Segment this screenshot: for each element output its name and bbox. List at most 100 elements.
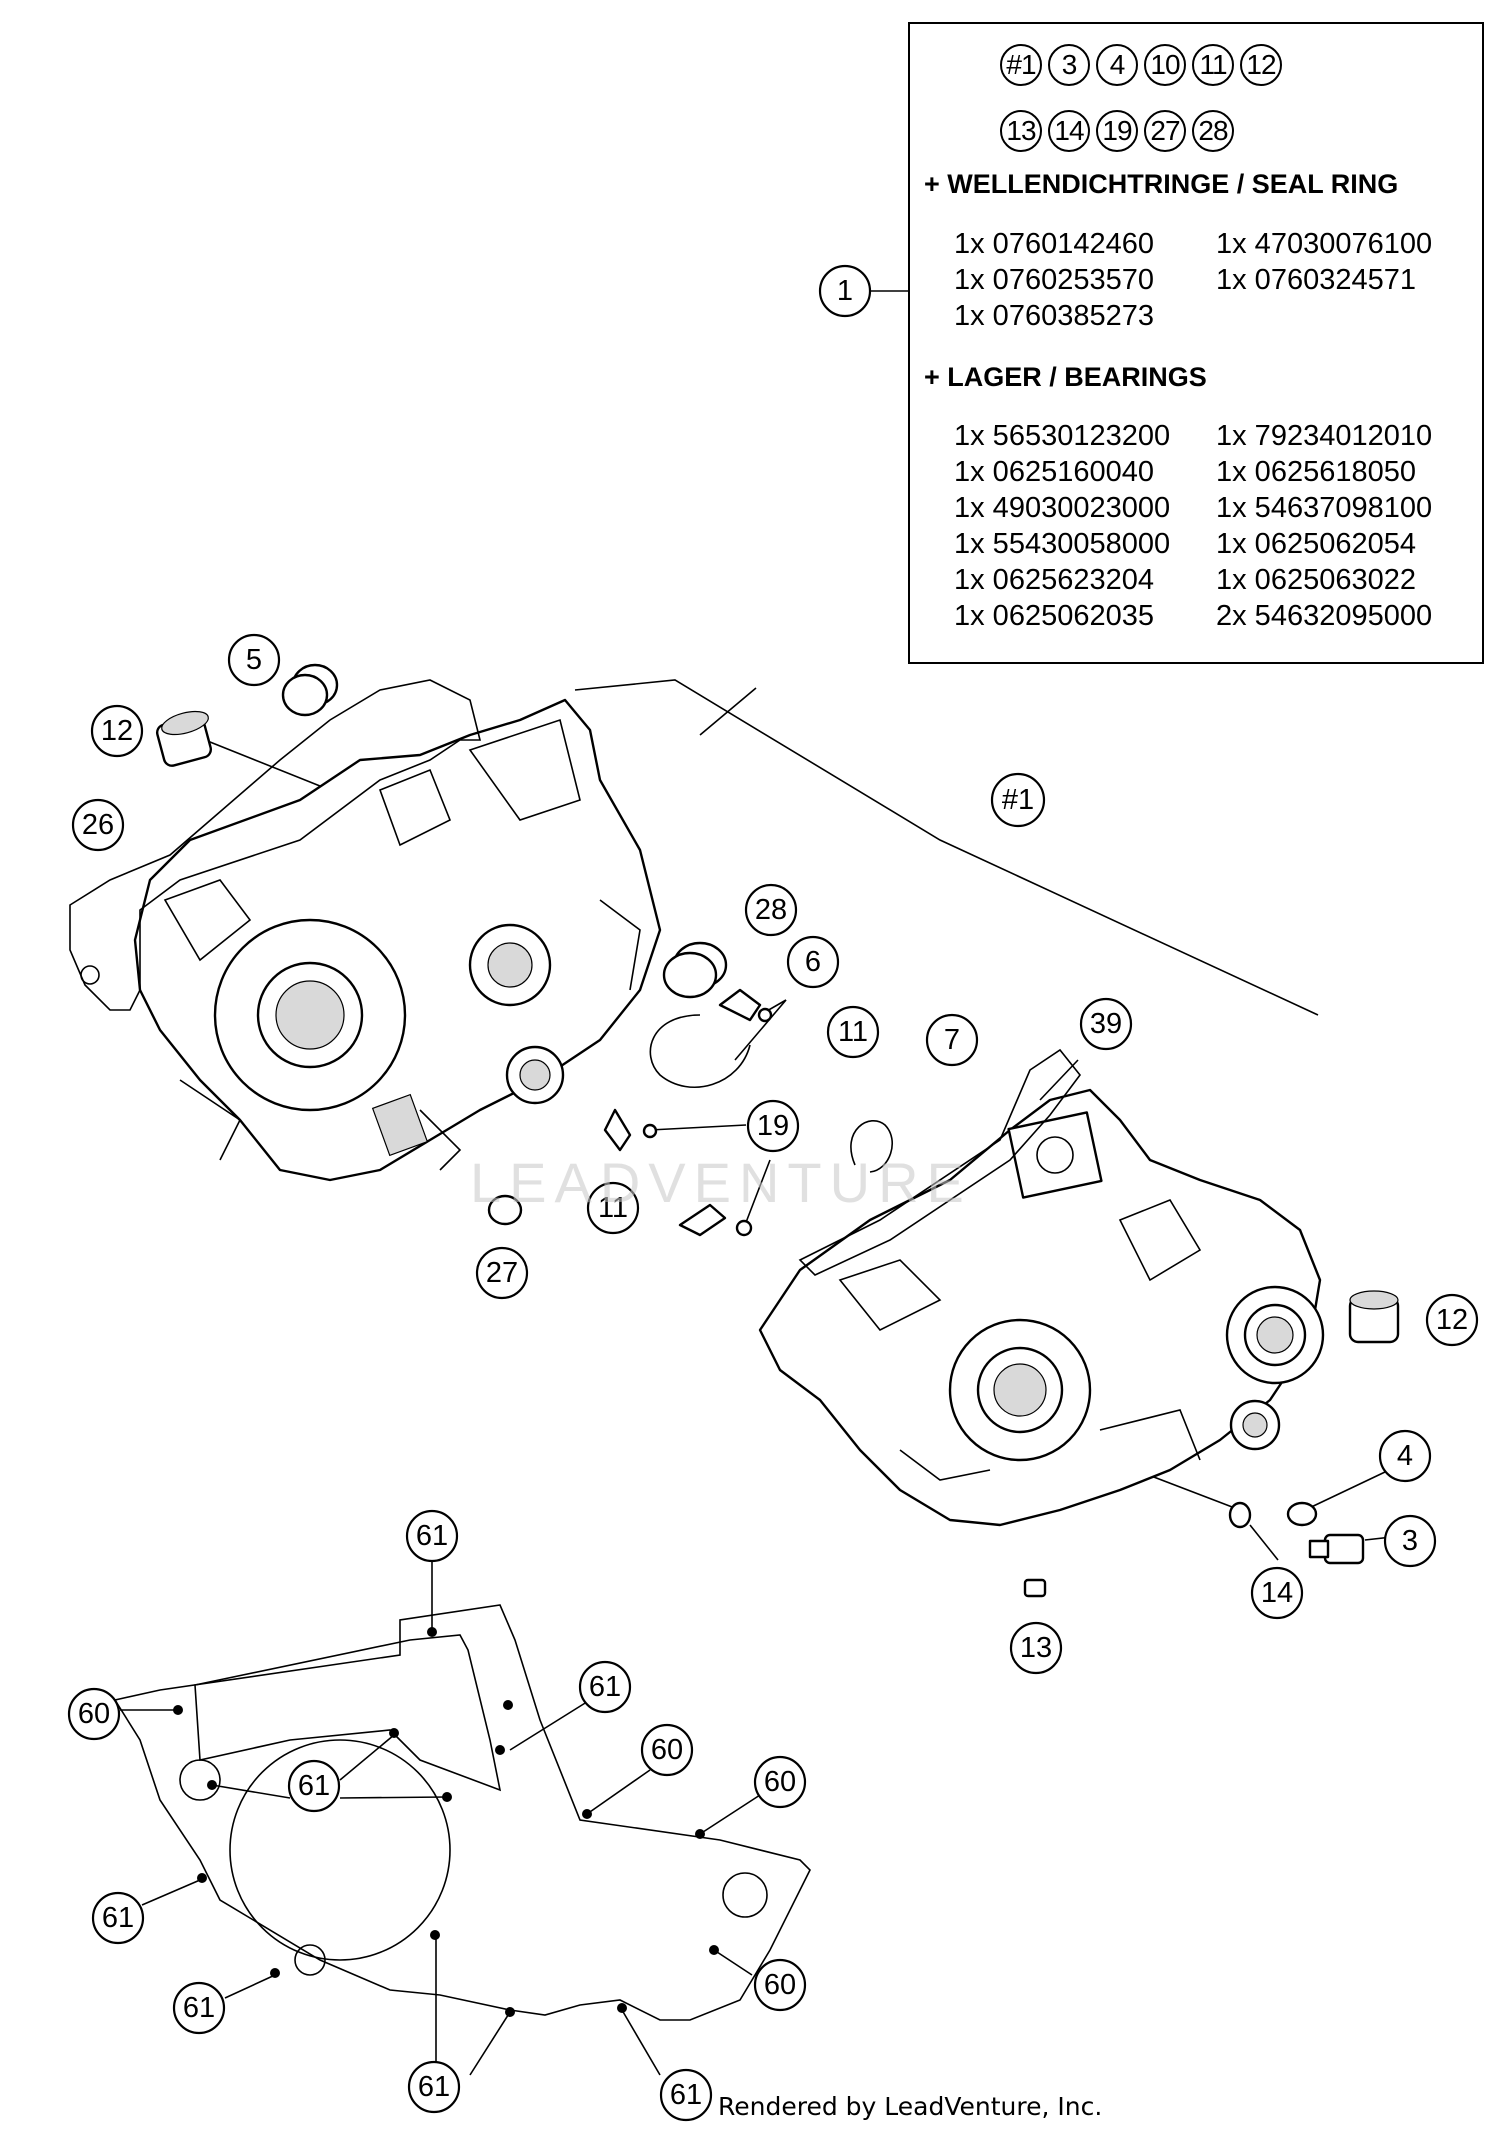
left-crankcase-half — [133, 698, 662, 1182]
callout-61-upper-right[interactable]: 61 — [578, 1660, 632, 1714]
callout-39[interactable]: 39 — [1079, 997, 1133, 1051]
callout-14[interactable]: 14 — [1250, 1566, 1304, 1620]
callout-7[interactable]: 7 — [925, 1013, 979, 1067]
kit-bubble[interactable]: 3 — [1048, 44, 1090, 86]
kit-bubble[interactable]: #1 — [1000, 44, 1042, 86]
svg-text:61: 61 — [418, 2071, 450, 2103]
right-crankcase-half — [758, 1088, 1325, 1527]
part-number: 1x 0760253570 — [954, 264, 1154, 296]
bushing-5 — [281, 663, 339, 717]
svg-text:19: 19 — [757, 1110, 789, 1142]
kit-bubble[interactable]: 14 — [1048, 110, 1090, 152]
callout-1[interactable]: 1 — [818, 264, 872, 318]
kit-bubble[interactable]: 19 — [1096, 110, 1138, 152]
callout-28[interactable]: 28 — [744, 883, 798, 937]
retainer-11-mid — [603, 1108, 632, 1152]
retainer-11-bottom — [678, 1203, 727, 1237]
screw-19-c — [735, 1219, 753, 1237]
callout-12-left[interactable]: 12 — [90, 704, 144, 758]
svg-text:11: 11 — [598, 1192, 628, 1224]
plug-screw-3 — [1308, 1533, 1365, 1565]
callout-13[interactable]: 13 — [1009, 1621, 1063, 1675]
part-number — [1216, 298, 1478, 334]
part-number: 2x 54632095000 — [1216, 600, 1433, 632]
part-number: 1x 56530123200 — [954, 420, 1171, 452]
gasket-39 — [798, 1048, 1082, 1276]
svg-text:12: 12 — [1436, 1304, 1468, 1336]
part-number: 1x 49030023000 — [954, 492, 1171, 524]
callout-27[interactable]: 27 — [475, 1246, 529, 1300]
callout-3[interactable]: 3 — [1383, 1514, 1437, 1568]
small-parts — [155, 663, 1400, 1598]
svg-text:60: 60 — [78, 1698, 110, 1730]
gasket-leaders — [120, 1560, 761, 2076]
callout-5[interactable]: 5 — [227, 633, 281, 687]
bushing-28 — [662, 941, 728, 999]
bushing-27 — [487, 1194, 523, 1226]
circlip-6 — [649, 1014, 751, 1089]
retainer-11-top — [718, 988, 762, 1022]
callout-11-top[interactable]: 11 — [826, 1005, 880, 1059]
kit-bubble[interactable]: 10 — [1144, 44, 1186, 86]
part-number: 1x 55430058000 — [954, 528, 1171, 560]
callout-61-bottom[interactable]: 61 — [407, 2060, 461, 2114]
kit-bubble[interactable]: 13 — [1000, 110, 1042, 152]
watermark: LEADVENTURE — [470, 1151, 972, 1214]
part-number: 1x 54637098100 — [1216, 492, 1433, 524]
gasket-26-hole — [80, 965, 100, 985]
kit-bubble[interactable]: 11 — [1192, 44, 1234, 86]
callout-4[interactable]: 4 — [1378, 1429, 1432, 1483]
svg-text:14: 14 — [1261, 1577, 1293, 1609]
callout-61-top[interactable]: 61 — [405, 1509, 459, 1563]
svg-text:39: 39 — [1090, 1008, 1122, 1040]
callout-26[interactable]: 26 — [71, 798, 125, 852]
svg-text:60: 60 — [764, 1969, 796, 2001]
callout-60-lower-right[interactable]: 60 — [753, 1958, 807, 2012]
part-number: 1x 0760142460 — [954, 228, 1154, 260]
kit-bubble[interactable]: 4 — [1096, 44, 1138, 86]
svg-text:6: 6 — [805, 946, 821, 978]
bearings-part-list: 1x 56530123200 1x 79234012010 1x 0625160… — [954, 418, 1478, 634]
callout-60-left[interactable]: 60 — [67, 1687, 121, 1741]
seal-ring-heading: + WELLENDICHTRINGE / SEAL RING — [924, 169, 1399, 199]
callout-19[interactable]: 19 — [746, 1099, 800, 1153]
svg-text:61: 61 — [298, 1770, 330, 1802]
svg-text:13: 13 — [1020, 1632, 1052, 1664]
callout-61-center[interactable]: 61 — [287, 1759, 341, 1813]
seal-12-right — [1348, 1290, 1400, 1344]
callout-61-left[interactable]: 61 — [91, 1891, 145, 1945]
callout-12-right[interactable]: 12 — [1425, 1293, 1479, 1347]
part-number: 1x 0625618050 — [1216, 456, 1416, 488]
callout-60-mid[interactable]: 60 — [640, 1723, 694, 1777]
svg-text:5: 5 — [246, 644, 262, 676]
svg-text:61: 61 — [589, 1671, 621, 1703]
callout-11-bottom[interactable]: 11 — [586, 1181, 640, 1235]
screw-19-b — [642, 1123, 658, 1139]
screw-13 — [1023, 1578, 1047, 1598]
part-number: 1x 47030076100 — [1216, 228, 1433, 260]
footer-credit: Rendered by LeadVenture, Inc. — [718, 2092, 1103, 2121]
svg-text:1: 1 — [837, 275, 853, 307]
svg-text:60: 60 — [764, 1766, 796, 1798]
seal-12-left — [155, 710, 213, 767]
kit-contents-box: #1 3 4 10 11 12 13 14 19 27 28 + WELLEND… — [908, 22, 1484, 664]
kit-bubble[interactable]: 28 — [1192, 110, 1234, 152]
part-number: 1x 0625063022 — [1216, 564, 1416, 596]
gasket-26 — [69, 679, 482, 1011]
svg-text:26: 26 — [82, 809, 114, 841]
svg-text:12: 12 — [101, 715, 133, 747]
part-number: 1x 0625062035 — [954, 600, 1154, 632]
svg-text:#1: #1 — [1002, 784, 1034, 816]
callout-61-lower-left[interactable]: 61 — [172, 1981, 226, 2035]
callout-60-right[interactable]: 60 — [753, 1755, 807, 1809]
svg-text:11: 11 — [838, 1016, 868, 1048]
callout-hash-1[interactable]: #1 — [990, 772, 1046, 828]
callout-6[interactable]: 6 — [786, 935, 840, 989]
svg-text:4: 4 — [1397, 1440, 1413, 1472]
kit-bubble[interactable]: 27 — [1144, 110, 1186, 152]
callout-61-bottom-right[interactable]: 61 — [659, 2068, 713, 2122]
part-number: 1x 0625623204 — [954, 564, 1154, 596]
part-number: 1x 0760385273 — [954, 300, 1154, 332]
kit-bubble[interactable]: 12 — [1240, 44, 1282, 86]
